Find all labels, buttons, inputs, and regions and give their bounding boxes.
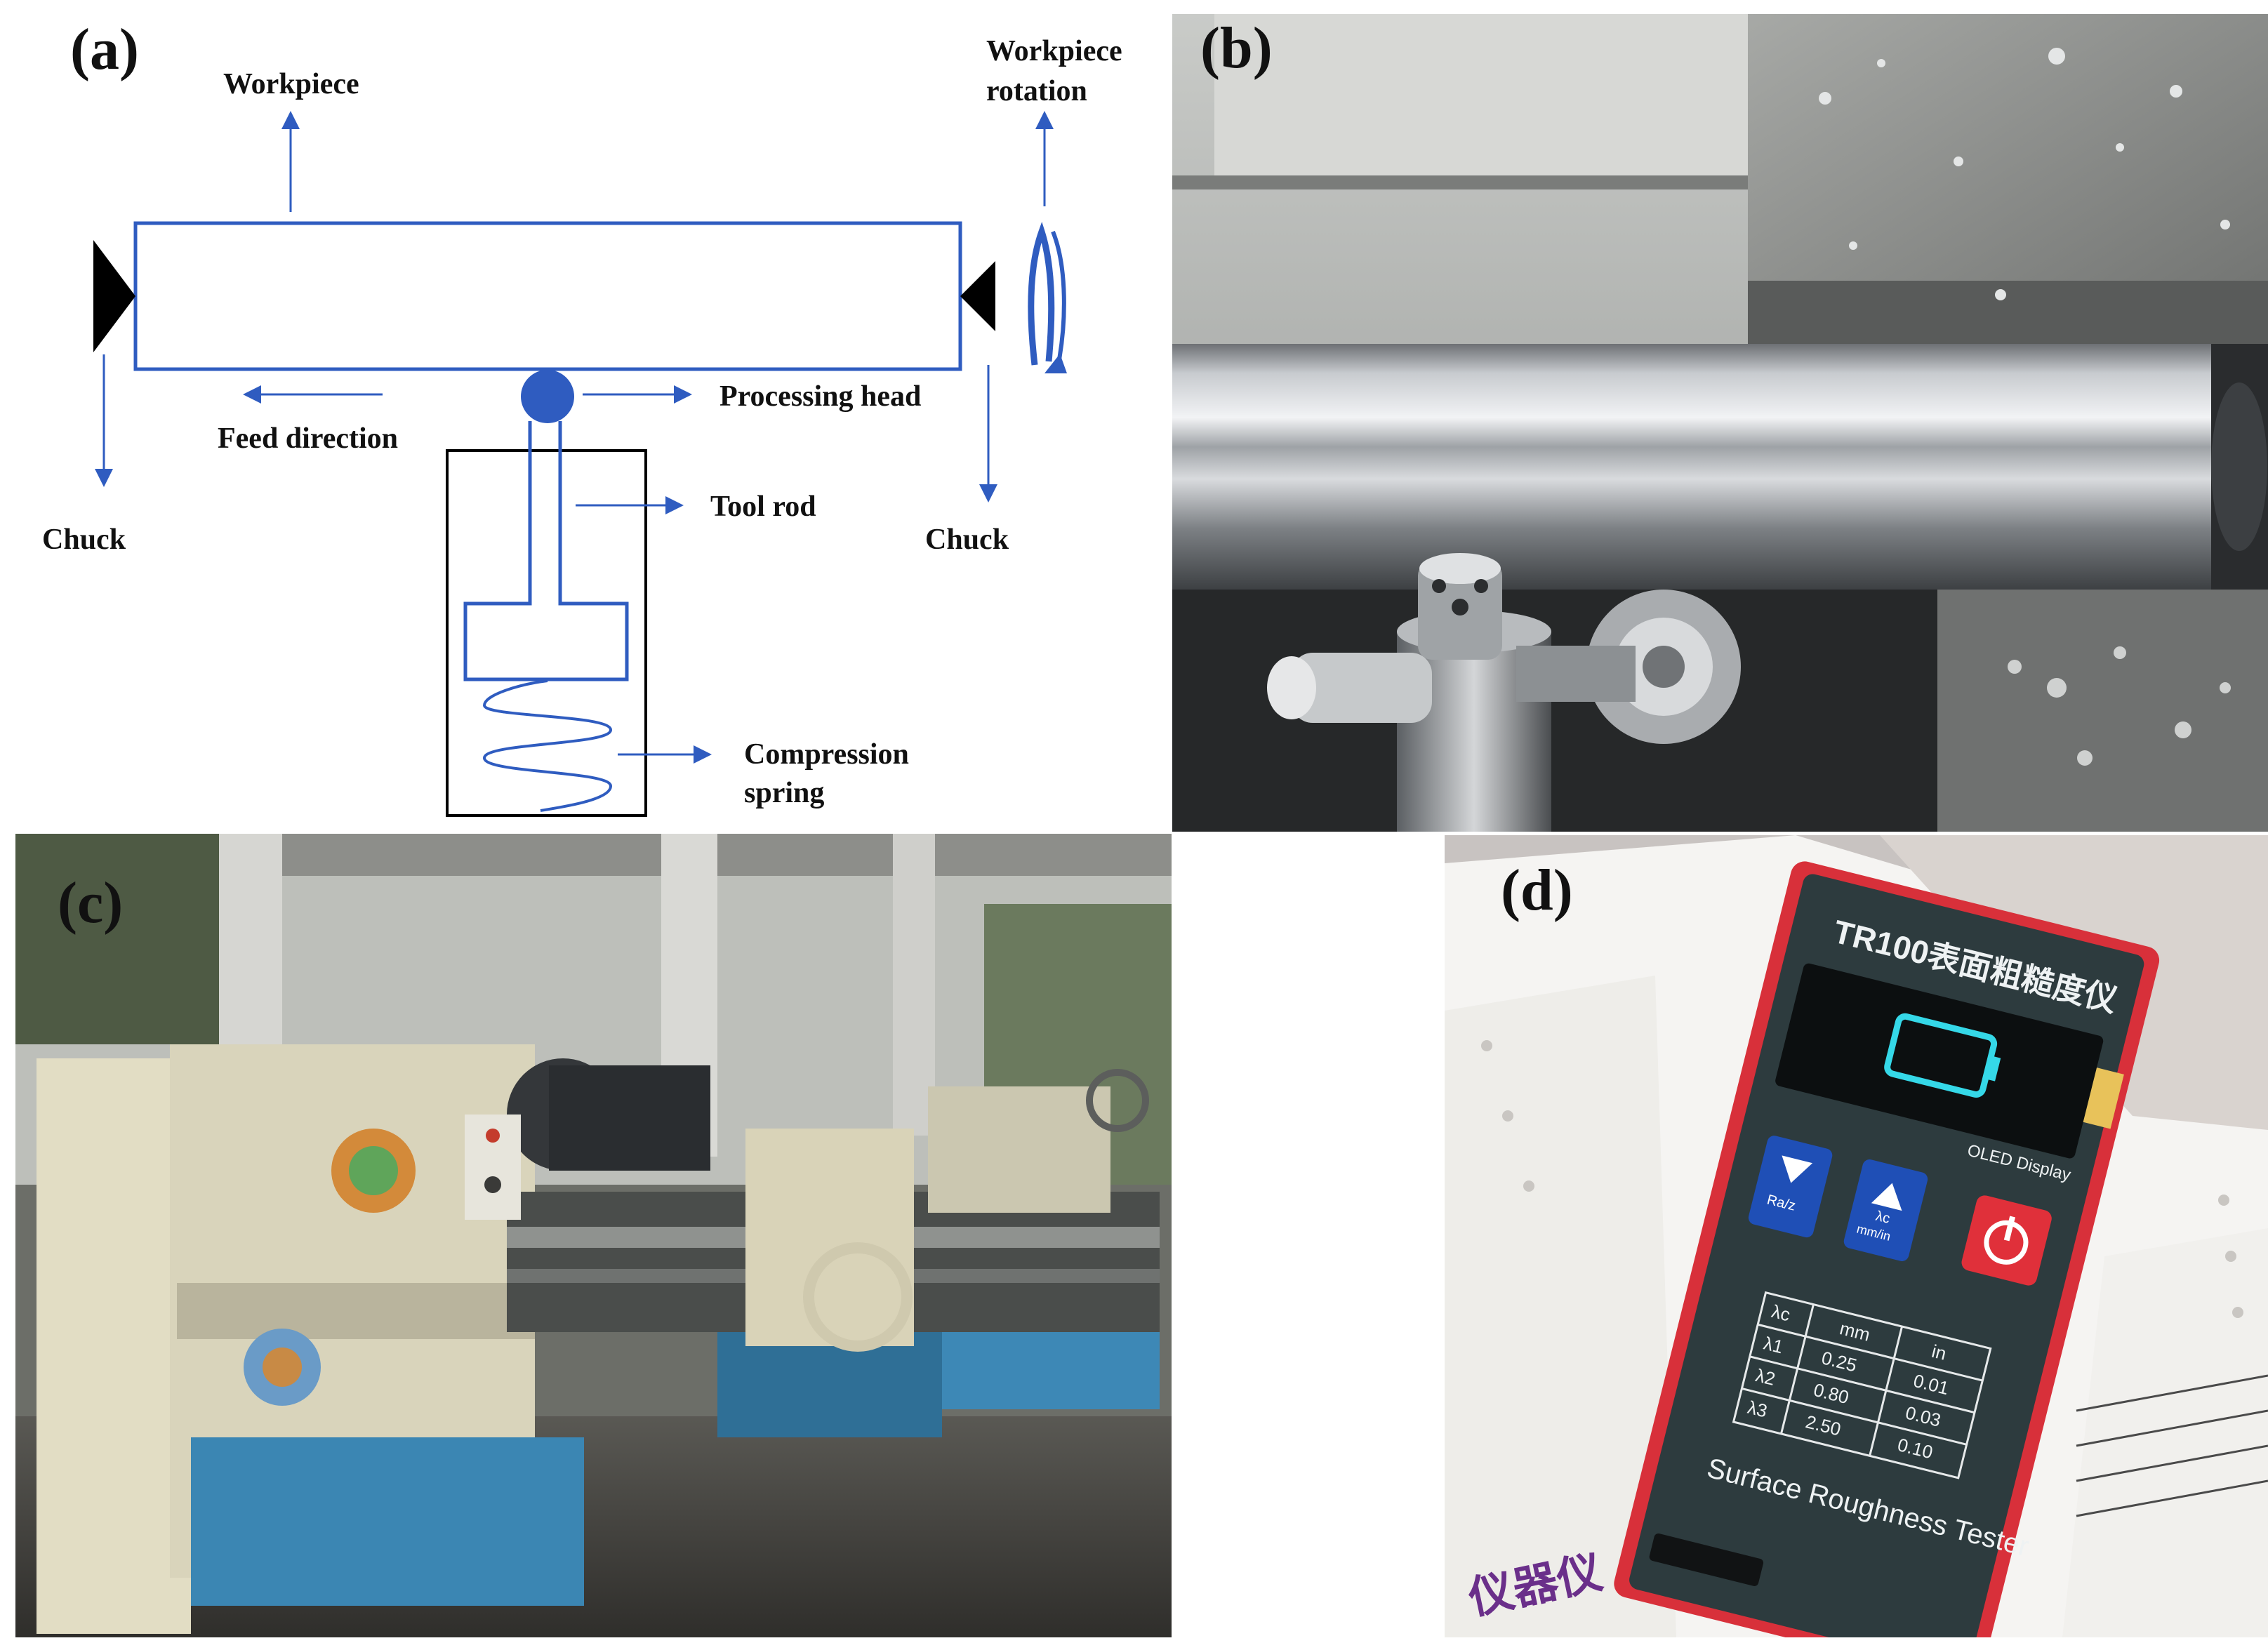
label-compression-spring-1: Compression — [744, 738, 909, 771]
panel-label-b: (b) — [1200, 15, 1273, 81]
label-chuck-right: Chuck — [925, 524, 1009, 556]
processing-head-ball — [521, 370, 574, 423]
label-tool-rod: Tool rod — [710, 491, 816, 523]
label-processing-head: Processing head — [719, 380, 921, 413]
tool-rod — [463, 421, 629, 681]
panel-label-d: (d) — [1501, 858, 1573, 923]
tool-housing — [446, 449, 647, 817]
panel-b-photo: (b) — [1172, 14, 2268, 832]
compression-spring — [482, 679, 613, 812]
panel-label-c: (c) — [58, 870, 124, 936]
oled-screen — [1775, 963, 2104, 1159]
lathe-machine-photo — [15, 834, 1172, 1637]
label-workpiece-rotation-2: rotation — [986, 75, 1087, 107]
label-compression-spring-2: spring — [744, 777, 824, 809]
power-button[interactable] — [1960, 1194, 2053, 1287]
down-arrow-icon — [1782, 1155, 1813, 1183]
label-chuck-left: Chuck — [42, 524, 126, 556]
up-arrow-icon — [1871, 1183, 1902, 1211]
panel-d-photo: 仪器仪 — [1445, 835, 2268, 1637]
rotation-arrow-icon — [1028, 222, 1055, 366]
label-workpiece-rotation-1: Workpiece — [986, 35, 1122, 67]
panel-a-diagram: (a) Workpiece Workpiece rotation Chuck C… — [0, 0, 1179, 828]
left-chuck-shape — [93, 240, 135, 352]
workpiece-rect — [133, 221, 962, 371]
panel-c-photo: (c) — [15, 834, 1172, 1637]
lambda-up-button[interactable] — [1843, 1158, 1930, 1263]
roughness-tester-device — [1614, 861, 2160, 1637]
roughness-tester-photo: 仪器仪 — [1445, 835, 2268, 1637]
panel-label-a: (a) — [70, 17, 139, 82]
right-chuck-shape — [960, 261, 995, 331]
workpiece-rolling-photo — [1172, 14, 2268, 832]
lambda-table — [1732, 1291, 1992, 1479]
label-feed-direction: Feed direction — [218, 423, 398, 455]
ra-down-button[interactable] — [1747, 1134, 1834, 1239]
label-workpiece: Workpiece — [223, 68, 359, 100]
lathe-schematic: Workpiece Workpiece rotation Chuck Chuck… — [42, 35, 1122, 817]
